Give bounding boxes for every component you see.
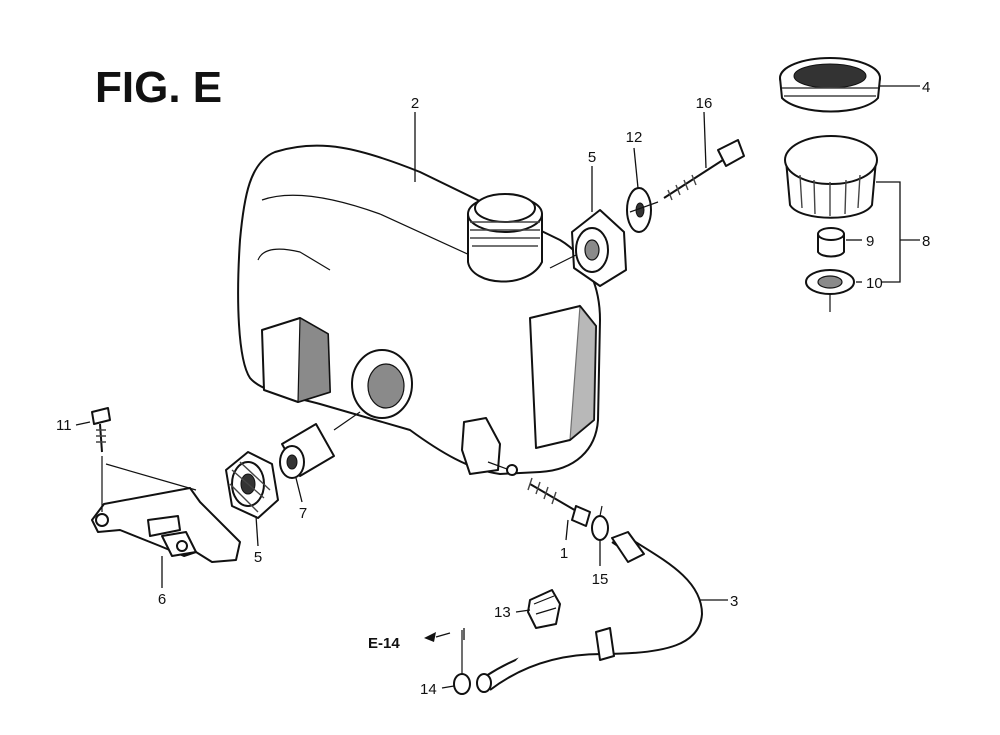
- callout-3: 3: [730, 593, 738, 610]
- callout-2: 2: [411, 95, 419, 112]
- callout-6: 6: [158, 591, 166, 608]
- reference-arrow-icon: [424, 632, 436, 642]
- washer: [626, 187, 652, 233]
- cross-reference: E-14: [368, 632, 451, 652]
- flange-bolt-lower: [527, 477, 591, 527]
- fuel-hose: [476, 531, 703, 693]
- callout-14: 14: [420, 681, 437, 698]
- callout-15: 15: [592, 571, 609, 588]
- callout-1: 1: [560, 545, 568, 562]
- cap-filter: [817, 227, 845, 258]
- fuel-filler-cap: [784, 135, 878, 219]
- callout-5-upper: 5: [588, 149, 596, 166]
- hose-clip: [527, 589, 561, 629]
- callout-5-lower: 5: [254, 549, 262, 566]
- tank-mount-rubber-right: [549, 209, 627, 287]
- callout-9: 9: [866, 233, 874, 250]
- callout-13: 13: [494, 604, 511, 621]
- callout-4: 4: [922, 79, 930, 96]
- flange-bolt-upper: [629, 139, 745, 213]
- collar: [279, 411, 361, 479]
- callout-8: 8: [922, 233, 930, 250]
- callout-10: 10: [866, 275, 883, 292]
- callout-16: 16: [696, 95, 713, 112]
- fuel-tank: [237, 144, 601, 476]
- tank-bracket: [91, 487, 241, 563]
- callouts: 1 2 3 4 5 5 6 7 8 9 10 11 12 13 14 15 16: [56, 79, 930, 698]
- tank-mount-rubber-left: [225, 451, 279, 519]
- callout-11: 11: [56, 417, 72, 434]
- reference-label: E-14: [368, 635, 400, 652]
- cap-ring: [779, 57, 881, 113]
- callout-7: 7: [299, 505, 307, 522]
- callout-12: 12: [626, 129, 643, 146]
- hose-clamp: [453, 630, 471, 695]
- o-ring: [591, 505, 609, 541]
- cap-gasket: [805, 269, 855, 312]
- leader-lines: [75, 85, 920, 689]
- bracket-bolt: [91, 407, 197, 512]
- figure-title: FIG. E: [95, 63, 222, 112]
